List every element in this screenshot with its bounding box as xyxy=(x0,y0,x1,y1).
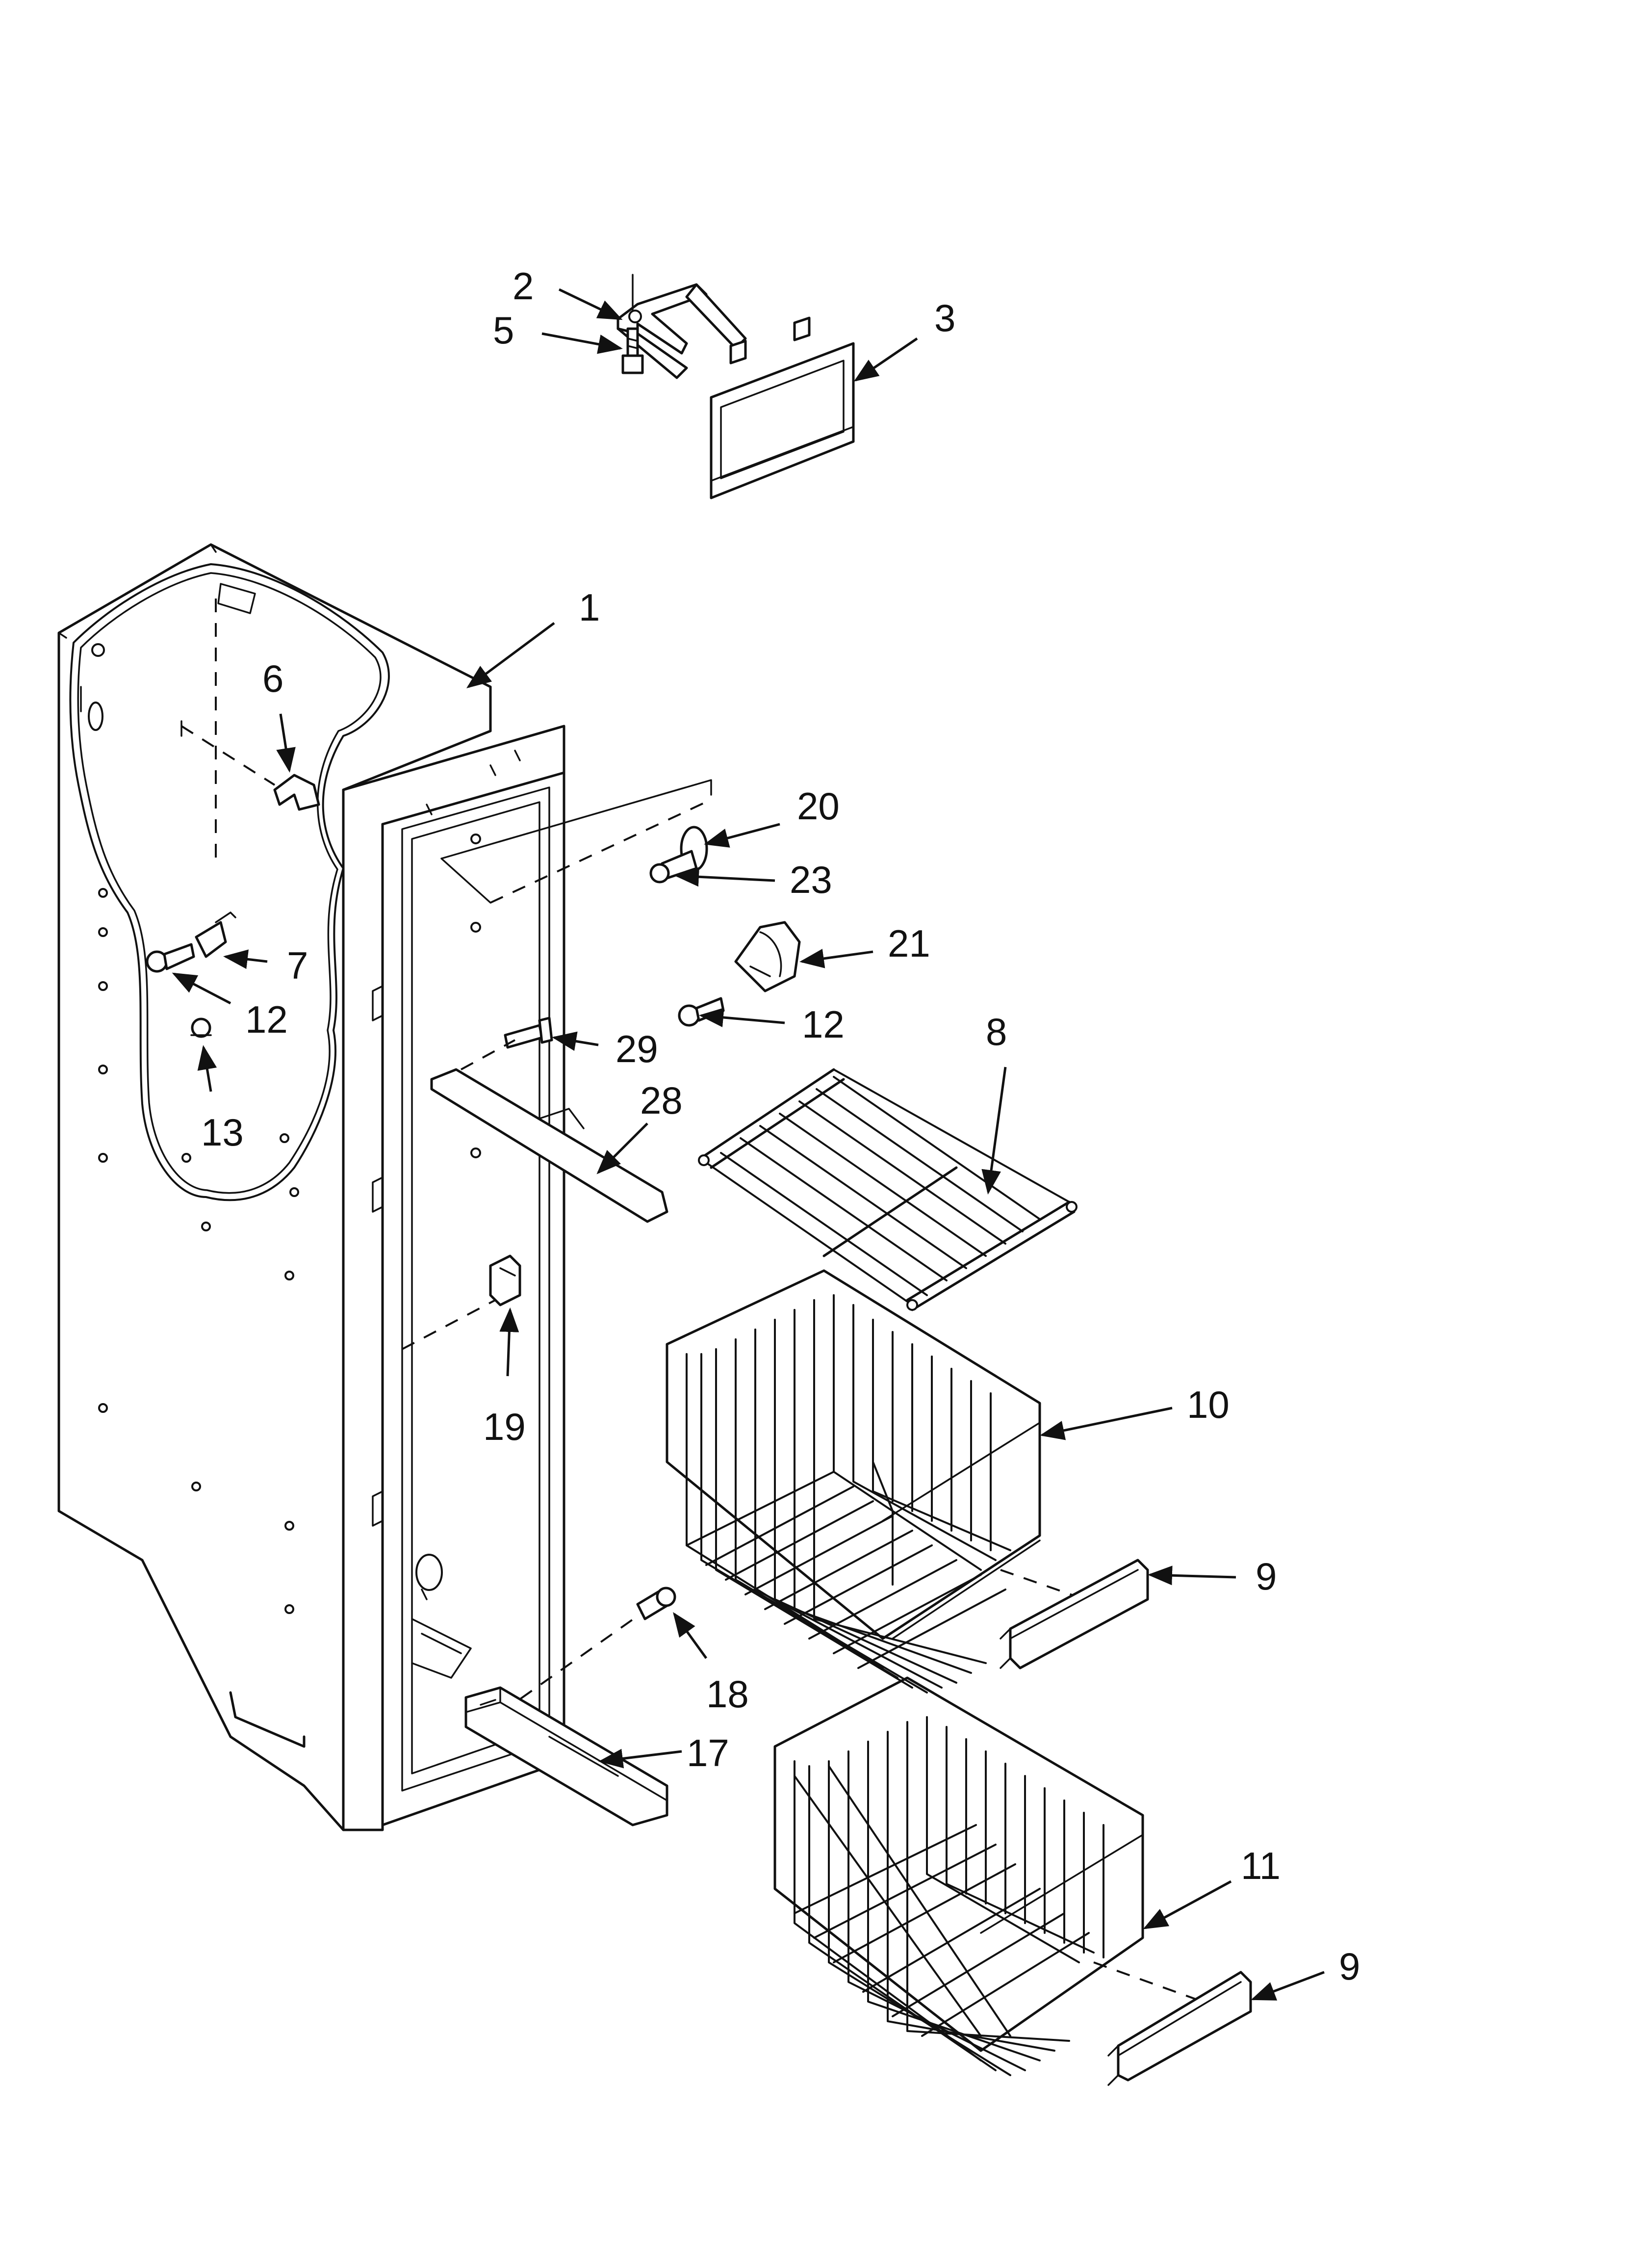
cover-part-3 xyxy=(710,316,855,499)
callout-12-right: 12 xyxy=(802,1003,845,1046)
part-13-plug xyxy=(190,1017,212,1038)
callout-7: 7 xyxy=(287,944,308,987)
callout-28: 28 xyxy=(640,1079,683,1122)
callout-3: 3 xyxy=(934,296,955,339)
cabinet-liner xyxy=(57,543,712,1831)
wire-basket-upper xyxy=(666,1269,1099,1694)
callout-17: 17 xyxy=(687,1731,729,1774)
part-7-bracket xyxy=(195,912,236,958)
callout-20: 20 xyxy=(797,784,840,828)
leader-lines xyxy=(172,288,1325,2001)
callout-13: 13 xyxy=(201,1111,244,1154)
callout-10: 10 xyxy=(1187,1383,1230,1426)
callout-23: 23 xyxy=(790,858,832,901)
part-12-screw-right xyxy=(678,997,725,1027)
screw-part-5 xyxy=(621,327,644,374)
trim-strip-upper xyxy=(1000,1559,1149,1669)
part-12-screw-left xyxy=(146,943,195,973)
callout-1: 1 xyxy=(579,586,600,629)
callout-8: 8 xyxy=(986,1010,1007,1053)
part-29-screw xyxy=(504,1017,553,1049)
part-18-screw xyxy=(636,1587,676,1620)
part-28-rail xyxy=(430,1039,668,1223)
callout-9-upper: 9 xyxy=(1256,1555,1277,1598)
trim-strip-lower xyxy=(1107,1971,1252,2086)
part-21-bracket xyxy=(734,921,801,992)
part-20-23-screw-washer xyxy=(649,826,708,884)
callout-19: 19 xyxy=(483,1405,526,1448)
callout-2: 2 xyxy=(513,264,534,308)
callout-labels: 1 2 3 5 6 7 12 13 20 23 21 12 29 28 8 10… xyxy=(201,264,1360,1988)
hinge-bracket xyxy=(616,274,747,379)
callout-21: 21 xyxy=(888,922,930,965)
callout-29: 29 xyxy=(616,1027,658,1070)
callout-18: 18 xyxy=(706,1672,749,1716)
wire-shelf xyxy=(698,1068,1078,1311)
callout-9-lower: 9 xyxy=(1339,1945,1360,1988)
callout-5: 5 xyxy=(493,309,514,352)
part-17-bar xyxy=(464,1686,668,1826)
part-6-clip xyxy=(180,720,320,811)
callout-11: 11 xyxy=(1241,1844,1281,1887)
part-19-switch xyxy=(489,1254,521,1306)
callout-6: 6 xyxy=(262,657,283,700)
wire-basket-lower xyxy=(773,1676,1217,2076)
callout-12-left: 12 xyxy=(245,998,288,1041)
